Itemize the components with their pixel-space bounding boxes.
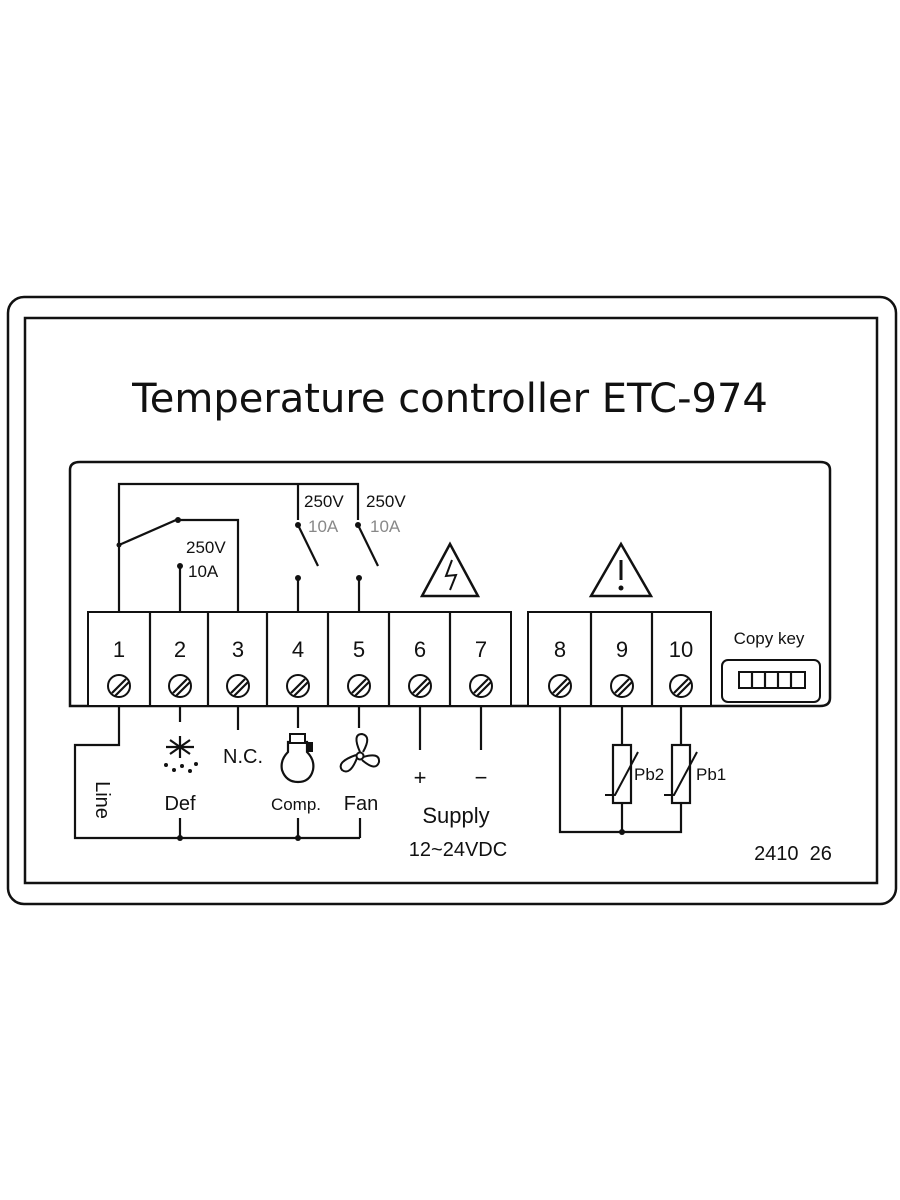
screw-icon [286,674,310,698]
probe-pb1-thermistor-icon [664,743,698,805]
fan-icon [339,732,381,773]
fan-current-rating: 10A [370,517,401,536]
nc-label: N.C. [223,746,263,768]
probe-pb2-label: Pb2 [634,765,664,784]
compressor-label: Comp. [271,795,321,814]
screw-icon [469,674,493,698]
fan-label: Fan [344,793,378,815]
copy-key-label: Copy key [734,629,805,648]
supply-label: Supply [422,803,489,828]
screw-icon [610,674,634,698]
product-code: 2410 26 [754,843,832,865]
controller-body [68,460,832,708]
high-voltage-warning-icon [419,541,481,598]
external-wiring [73,706,683,841]
screw-icon [168,674,192,698]
screw-icon [408,674,432,698]
label-inner-frame [23,316,879,885]
relay-wiring [116,482,379,612]
screw-icon [669,674,693,698]
probe-pb2-thermistor-icon [605,743,639,805]
screw-icon [548,674,572,698]
terminal-number-8: 8 [554,637,566,662]
terminal-number-9: 9 [616,637,628,662]
comp-relay-contact [297,524,319,567]
caution-warning-icon [588,541,654,598]
comp-current-rating: 10A [308,517,339,536]
copy-key-port-icon [721,659,821,703]
label-outer-frame [6,295,898,906]
screw-icon [347,674,371,698]
terminal-number-2: 2 [174,637,186,662]
supply-minus-label: − [475,765,488,790]
def-relay-contact [118,518,177,547]
terminal-number-3: 3 [232,637,244,662]
fan-voltage-rating: 250V [366,492,406,511]
supply-range-label: 12~24VDC [409,839,507,861]
screw-icon [226,674,250,698]
fan-relay-contact [357,524,379,567]
terminal-number-6: 6 [414,637,426,662]
def-voltage-rating: 250V [186,538,226,557]
probe-pb1-label: Pb1 [696,765,726,784]
terminal-number-10: 10 [669,637,693,662]
terminal-screws [107,674,693,698]
screw-icon [107,674,131,698]
def-current-rating: 10A [188,562,219,581]
supply-plus-label: + [414,765,427,790]
compressor-icon [280,733,315,784]
terminal-number-4: 4 [292,637,304,662]
terminal-number-7: 7 [475,637,487,662]
defrost-label: Def [164,793,196,815]
line-label: Line [91,781,113,819]
defrost-snowflake-icon [164,736,198,773]
terminal-number-5: 5 [353,637,365,662]
diagram-title: Temperature controller ETC-974 [131,376,768,422]
comp-voltage-rating: 250V [304,492,344,511]
terminal-number-1: 1 [113,637,125,662]
